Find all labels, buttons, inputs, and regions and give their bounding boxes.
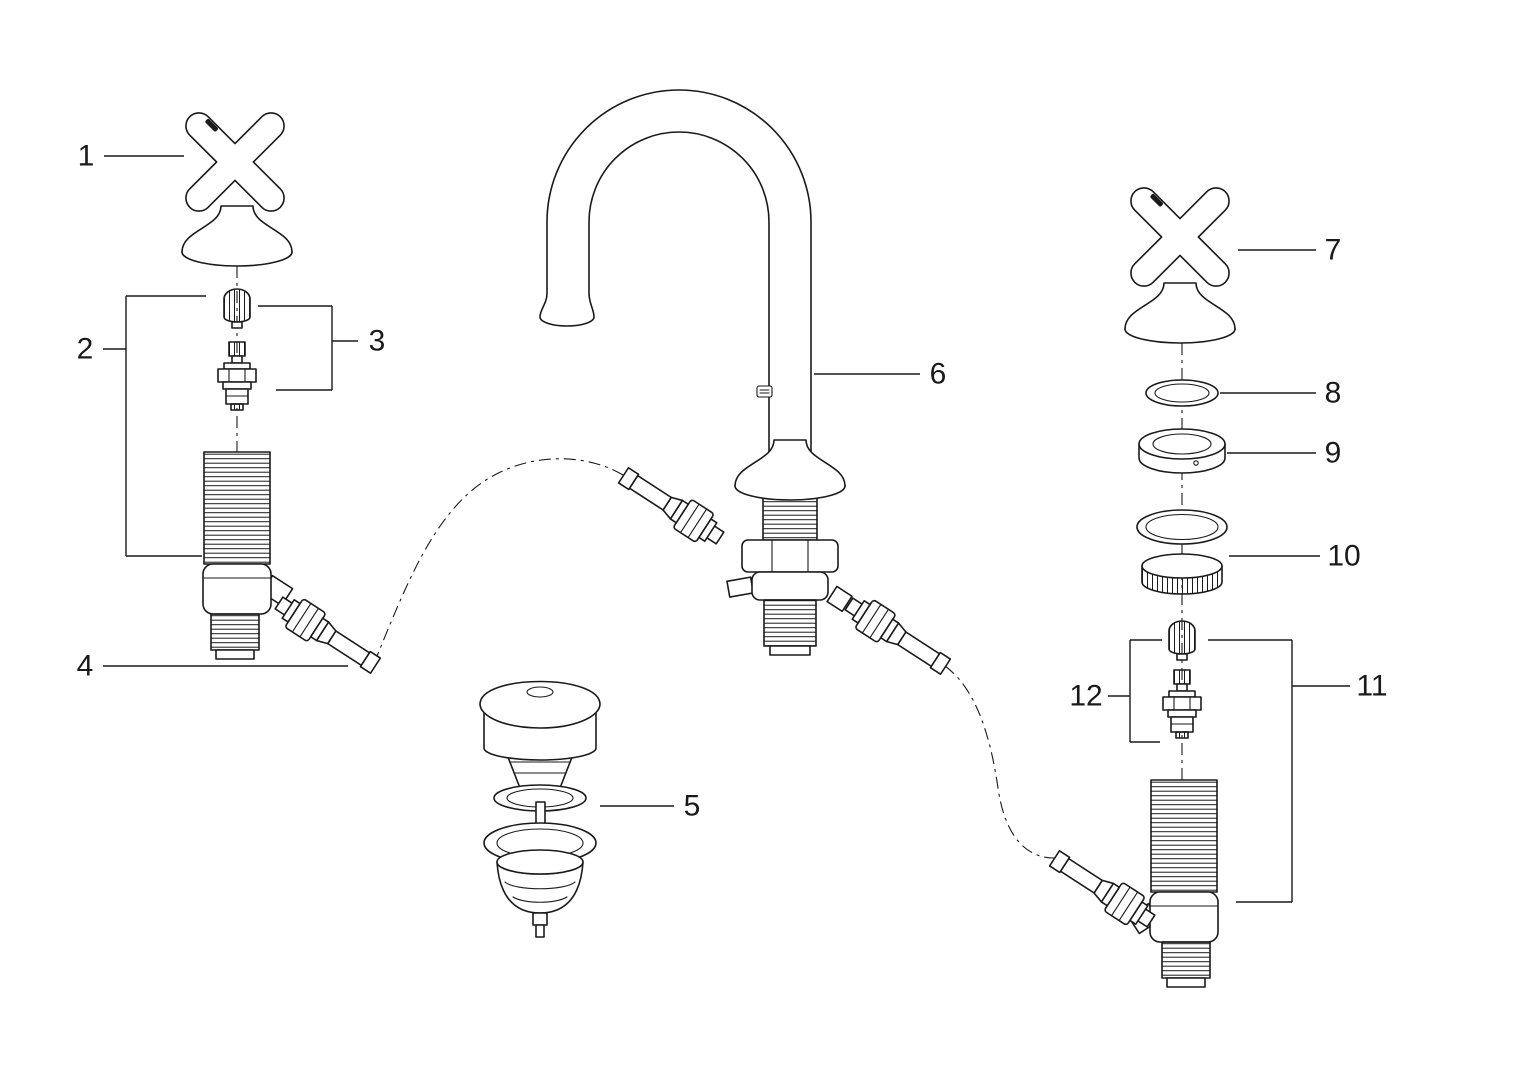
part-hose-fitting-center-left — [613, 460, 731, 554]
part-label-6: 6 — [930, 358, 947, 391]
callout-6: 6 — [814, 358, 946, 391]
hose-route-right — [944, 665, 1055, 859]
part-label-7: 7 — [1325, 234, 1342, 267]
part-cross-handle-right — [1088, 145, 1272, 344]
callout-3: 3 — [258, 305, 386, 391]
part-label-4: 4 — [77, 650, 94, 683]
hose-route-left — [374, 458, 624, 662]
callout-2: 2 — [77, 295, 206, 557]
bracket-2 — [103, 295, 206, 557]
part-screw-left — [223, 288, 251, 329]
part-threaded-shank-left — [203, 451, 271, 565]
part-label-2: 2 — [77, 333, 94, 366]
callout-10: 10 — [1229, 540, 1361, 573]
part-label-9: 9 — [1325, 437, 1342, 470]
part-hose-fitting-right — [1044, 843, 1162, 937]
callout-8: 8 — [1220, 377, 1341, 410]
callout-4: 4 — [77, 650, 348, 683]
callout-11: 11 — [1208, 639, 1388, 903]
part-screw-right — [1168, 620, 1196, 661]
part-spout — [539, 89, 812, 459]
callout-1: 1 — [78, 140, 184, 173]
callout-12: 12 — [1069, 639, 1162, 743]
bracket-12 — [1108, 639, 1162, 743]
callout-5: 5 — [600, 790, 700, 823]
part-label-3: 3 — [369, 325, 386, 358]
part-seal-ring — [1145, 379, 1219, 407]
part-drain-assembly — [479, 680, 601, 938]
part-label-12: 12 — [1069, 680, 1102, 713]
callout-9: 9 — [1227, 437, 1341, 470]
part-cartridge-right — [1162, 669, 1202, 739]
part-hose-fitting-center-right — [838, 588, 956, 682]
part-base-ring — [1136, 509, 1228, 595]
part-cross-handle-left — [143, 70, 327, 267]
bracket-3 — [258, 305, 358, 391]
bracket-11 — [1208, 639, 1350, 903]
part-center-tee — [726, 439, 853, 656]
callout-7: 7 — [1238, 234, 1341, 267]
part-label-1: 1 — [78, 140, 95, 173]
part-label-11: 11 — [1356, 670, 1387, 703]
part-label-8: 8 — [1325, 377, 1342, 410]
part-mounting-nut — [1138, 428, 1226, 474]
part-label-5: 5 — [684, 790, 701, 823]
part-cartridge-left — [217, 341, 257, 411]
part-label-10: 10 — [1327, 540, 1360, 573]
part-threaded-shank-right — [1150, 779, 1218, 893]
